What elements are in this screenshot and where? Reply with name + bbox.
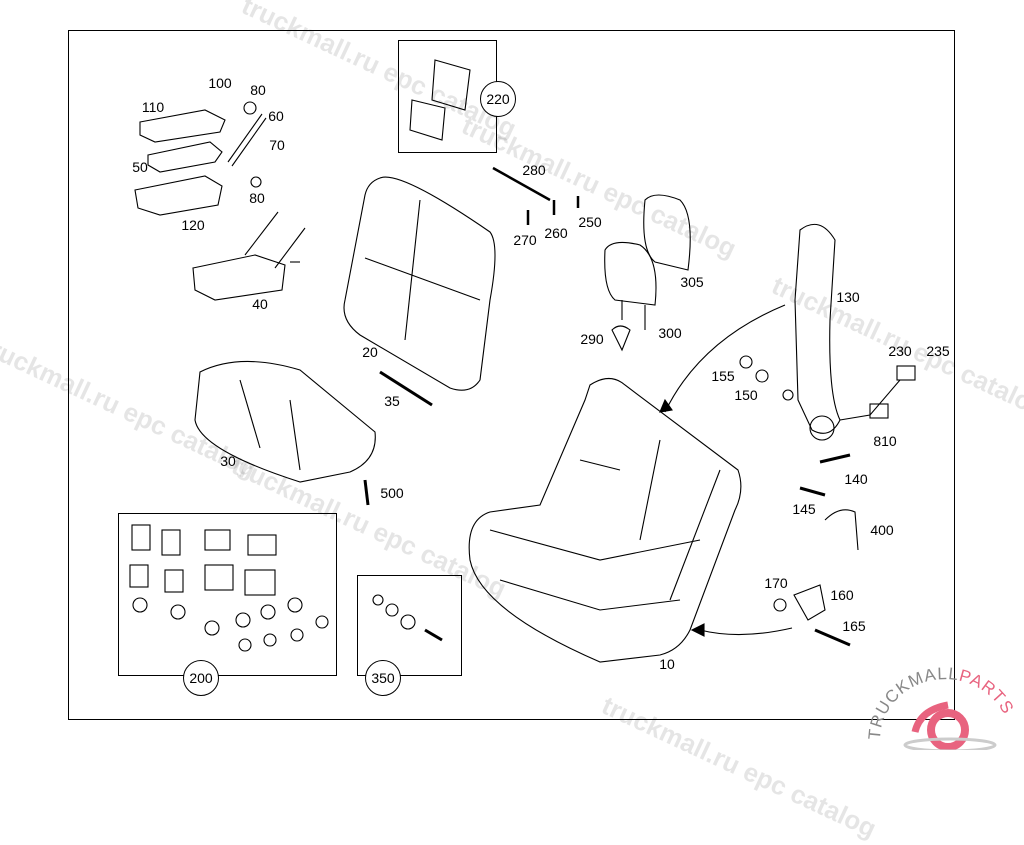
callout-60[interactable]: 60 — [268, 108, 284, 124]
seat-belt-part — [739, 223, 916, 551]
callout-80[interactable]: 80 — [249, 190, 265, 206]
gear-logo-icon: TRUCKMALLPARTS — [865, 664, 1018, 753]
cushion-part — [194, 360, 376, 483]
callout-110[interactable]: 110 — [141, 99, 165, 115]
callout-250[interactable]: 250 — [578, 214, 602, 230]
callout-40[interactable]: 40 — [252, 296, 268, 312]
callout-155[interactable]: 155 — [711, 368, 735, 384]
callout-50[interactable]: 50 — [132, 159, 148, 175]
callout-100[interactable]: 100 — [208, 75, 232, 91]
backrest-part — [343, 176, 496, 407]
arrow — [664, 304, 786, 413]
kit-350-box — [357, 575, 462, 676]
callout-165[interactable]: 165 — [842, 618, 866, 634]
kit-200-parts — [129, 524, 329, 652]
callout-400[interactable]: 400 — [870, 522, 894, 538]
callout-145[interactable]: 145 — [792, 501, 816, 517]
callout-120[interactable]: 120 — [181, 217, 205, 233]
callout-260[interactable]: 260 — [544, 225, 568, 241]
kit-220-label[interactable]: 220 — [480, 81, 516, 117]
callout-270[interactable]: 270 — [513, 232, 537, 248]
callout-500[interactable]: 500 — [380, 485, 404, 501]
rod-part — [492, 166, 551, 202]
callout-30[interactable]: 30 — [220, 453, 236, 469]
callout-35[interactable]: 35 — [384, 393, 400, 409]
callout-10[interactable]: 10 — [659, 656, 675, 672]
svg-text:TRUCKMALLPARTS: TRUCKMALLPARTS — [865, 664, 1018, 740]
truckmall-parts-logo: TRUCKMALLPARTS — [860, 660, 1024, 753]
callout-230[interactable]: 230 — [888, 343, 912, 359]
kit-200-label[interactable]: 200 — [183, 660, 219, 696]
callout-305[interactable]: 305 — [680, 274, 704, 290]
callout-80[interactable]: 80 — [250, 82, 266, 98]
kit-350-label[interactable]: 350 — [365, 660, 401, 696]
callout-70[interactable]: 70 — [269, 137, 285, 153]
seat-assembly — [468, 377, 742, 663]
callout-290[interactable]: 290 — [580, 331, 604, 347]
kit-200-box — [118, 513, 337, 676]
callout-160[interactable]: 160 — [830, 587, 854, 603]
callout-150[interactable]: 150 — [734, 387, 758, 403]
armrest-parts — [134, 101, 306, 301]
callout-20[interactable]: 20 — [362, 344, 378, 360]
callout-235[interactable]: 235 — [926, 343, 950, 359]
parts-drawing — [129, 59, 916, 663]
diagram-frame — [68, 30, 955, 720]
callout-140[interactable]: 140 — [844, 471, 868, 487]
callout-300[interactable]: 300 — [658, 325, 682, 341]
callout-280[interactable]: 280 — [522, 162, 546, 178]
callout-810[interactable]: 810 — [873, 433, 897, 449]
headrest-part — [604, 241, 657, 306]
callout-170[interactable]: 170 — [764, 575, 788, 591]
callout-130[interactable]: 130 — [836, 289, 860, 305]
